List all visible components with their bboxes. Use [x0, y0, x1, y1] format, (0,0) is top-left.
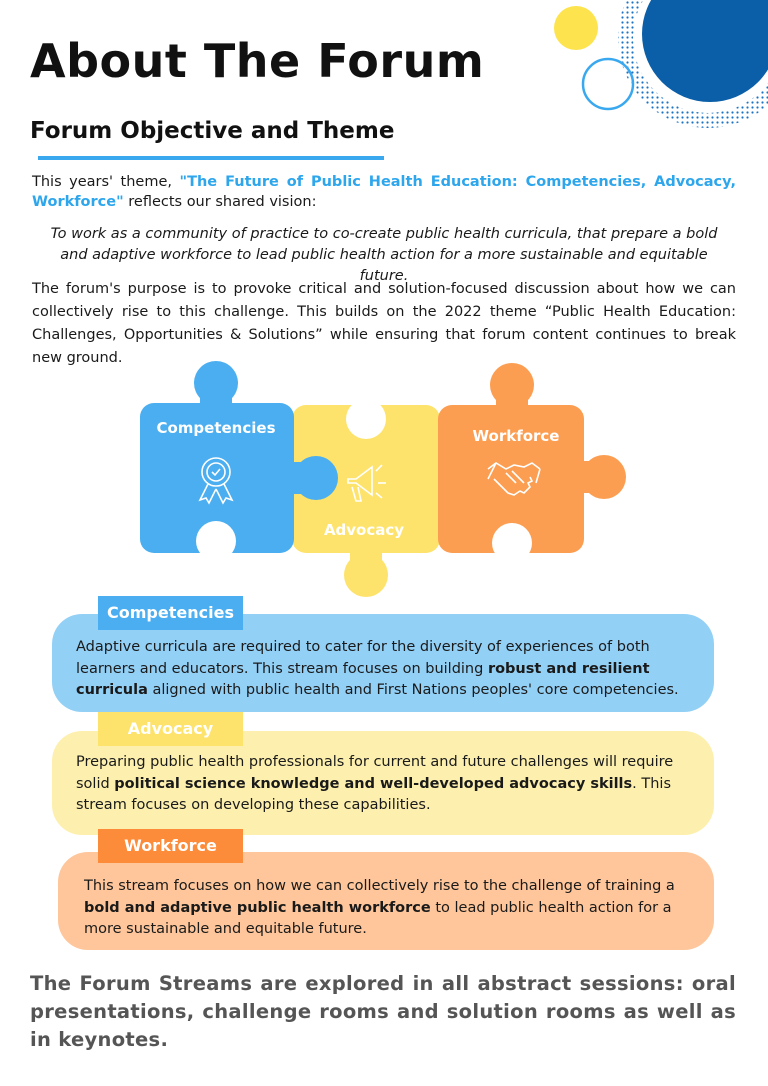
workforce-tag: Workforce — [98, 829, 243, 863]
page-title: About The Forum — [30, 34, 485, 88]
advocacy-description: Preparing public health professionals fo… — [76, 752, 696, 817]
advocacy-text-a: Preparing public health professionals fo… — [76, 754, 674, 792]
vision-statement: To work as a community of practice to co… — [50, 226, 718, 284]
advocacy-text-bold: political science knowledge and well-dev… — [114, 775, 633, 792]
navy-circle — [642, 0, 768, 102]
intro-suffix: reflects our shared vision: — [123, 194, 317, 210]
competencies-tag: Competencies — [98, 596, 243, 630]
intro-prefix: This years' theme, — [32, 174, 180, 190]
puzzle-piece-workforce — [438, 363, 626, 563]
workforce-text-b: to lead public health action for a more … — [84, 899, 672, 938]
workforce-bubble — [58, 852, 714, 950]
subtitle-underline — [38, 156, 384, 160]
workforce-text-a: This stream focuses on how we can collec… — [84, 878, 675, 894]
workforce-text-bold: bold and adaptive public health workforc… — [84, 899, 431, 916]
puzzle-label-workforce: Workforce — [473, 427, 560, 445]
competencies-text-bold: robust and resilient curricula — [76, 660, 650, 699]
competencies-text-a: Adaptive curricula are required to cater… — [76, 639, 650, 677]
intro-paragraph: This years' theme, "The Future of Public… — [32, 172, 736, 212]
purpose-paragraph: The forum's purpose is to provoke critic… — [32, 281, 736, 366]
advocacy-text-b: . This stream focuses on developing thes… — [76, 775, 672, 814]
puzzle-label-competencies: Competencies — [156, 419, 275, 437]
puzzle-graphic: Competencies Advocacy Workforce — [140, 361, 626, 597]
award-ribbon-icon — [198, 457, 234, 505]
competencies-description: Adaptive curricula are required to cater… — [76, 637, 700, 702]
competencies-bubble — [52, 614, 714, 712]
handshake-icon — [487, 462, 541, 496]
theme-text: "The Future of Public Health Education: … — [32, 174, 736, 210]
puzzle-piece-advocacy — [292, 405, 440, 597]
blue-ring — [581, 57, 635, 111]
advocacy-bubble — [52, 731, 714, 835]
decorative-circles — [554, 0, 768, 128]
yellow-dot — [554, 6, 598, 50]
puzzle-label-advocacy: Advocacy — [324, 521, 404, 539]
section-subtitle: Forum Objective and Theme — [30, 118, 395, 144]
workforce-description: This stream focuses on how we can collec… — [84, 876, 684, 941]
megaphone-icon — [347, 464, 386, 502]
closing-statement: The Forum Streams are explored in all ab… — [30, 972, 736, 1051]
puzzle-piece-competencies — [140, 361, 338, 561]
advocacy-tag: Advocacy — [98, 712, 243, 746]
competencies-text-b: aligned with public health and First Nat… — [147, 682, 679, 698]
